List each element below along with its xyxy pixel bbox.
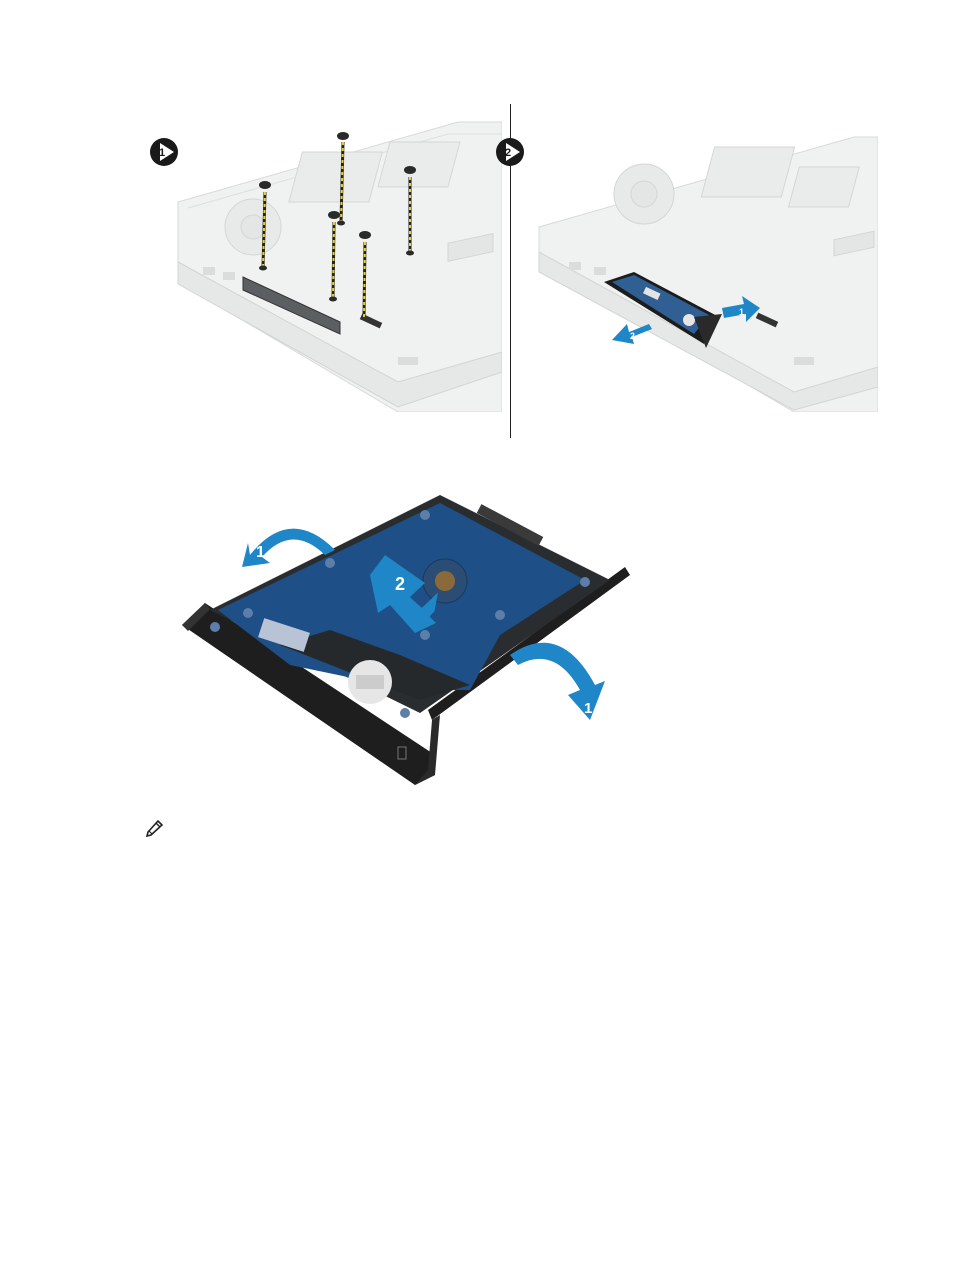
laptop-base-illustration xyxy=(539,137,878,412)
figure-remove-drive-bracket: 1 2 1 xyxy=(170,485,630,795)
slide-arrow-2: 2 xyxy=(612,324,652,344)
figure-slide-drive-out: 1 2 2 xyxy=(494,112,878,412)
slide-arrow-2-label: 2 xyxy=(630,331,635,341)
pencil-note-icon xyxy=(145,817,165,837)
laptop-base-illustration xyxy=(178,122,502,412)
lift-arrow-2-label: 2 xyxy=(395,574,405,594)
step-badge-1: 1 xyxy=(150,138,178,166)
step-badge-2-number: 2 xyxy=(505,147,511,159)
slide-arrow-1-label: 1 xyxy=(739,307,744,317)
pry-arrow-1-left-label: 1 xyxy=(256,544,265,561)
step-badge-1-number: 1 xyxy=(159,147,165,159)
pry-arrow-1-right-label: 1 xyxy=(584,700,592,717)
pry-arrow-1-right: 1 xyxy=(510,643,605,720)
step-badge-2: 2 xyxy=(496,138,524,166)
figure-remove-screws: 1 xyxy=(148,112,502,412)
